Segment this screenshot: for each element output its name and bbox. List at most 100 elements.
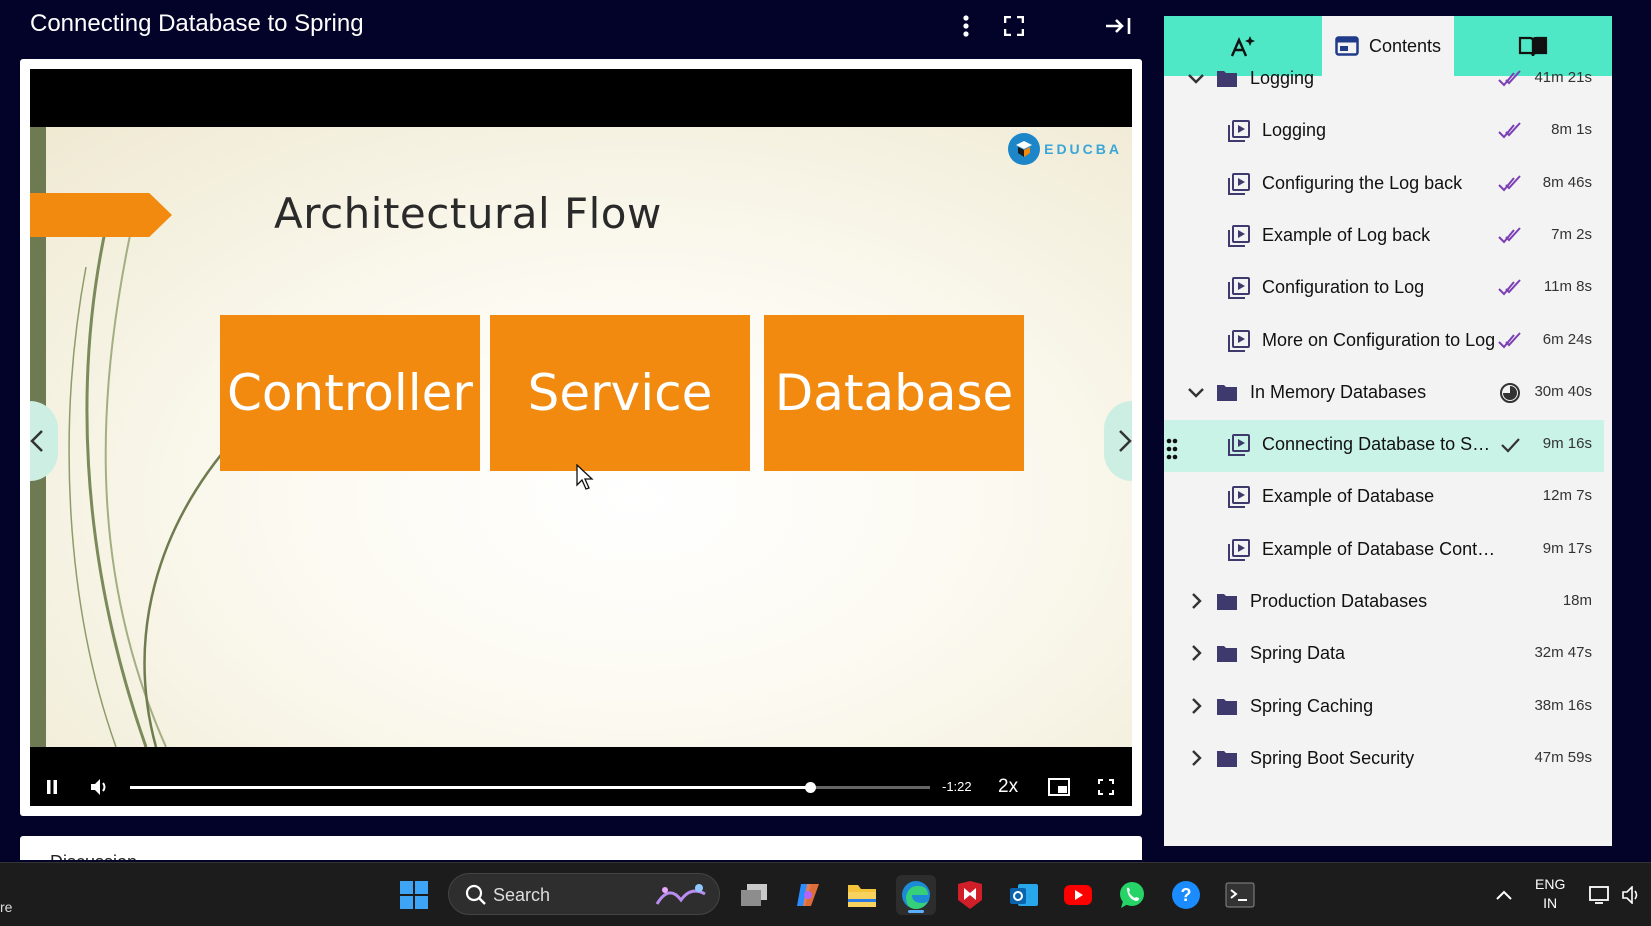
picture-in-picture-icon — [1048, 778, 1070, 796]
windows-start-icon[interactable] — [394, 875, 434, 915]
row-label: In Memory Databases — [1250, 381, 1427, 402]
edge-browser-icon[interactable] — [896, 875, 936, 915]
help-icon[interactable]: ? — [1166, 875, 1206, 915]
lesson-row[interactable]: Example of Log back 7m 2s — [1164, 211, 1604, 263]
progress-handle[interactable] — [805, 782, 816, 793]
search-highlight-art-icon — [655, 884, 706, 905]
terminal-icon[interactable] — [1220, 875, 1260, 915]
collapse-sidebar-icon[interactable] — [1104, 12, 1132, 40]
mcafee-icon[interactable] — [950, 875, 990, 915]
row-duration: 8m 1s — [1551, 121, 1592, 139]
video-player[interactable]: Architectural Flow Controller Service Da… — [30, 69, 1132, 806]
task-view-icon[interactable] — [734, 875, 774, 915]
page-title: Connecting Database to Spring — [30, 10, 364, 37]
discussion-panel[interactable]: Discussion — [20, 836, 1142, 860]
double-check-icon — [1498, 70, 1521, 87]
folder-icon — [1217, 71, 1237, 87]
video-lesson-icon — [1228, 120, 1250, 143]
pause-button[interactable] — [42, 774, 62, 800]
folder-icon — [1217, 646, 1237, 663]
section-row[interactable]: Production Databases 18m — [1164, 577, 1604, 629]
row-duration: 47m 59s — [1534, 748, 1592, 766]
player-header: Connecting Database to Spring — [0, 0, 1160, 58]
double-check-icon — [1498, 331, 1521, 348]
lesson-row[interactable]: Logging 8m 1s — [1164, 106, 1604, 158]
row-label: Spring Data — [1250, 643, 1346, 664]
copilot-icon[interactable] — [788, 875, 828, 915]
video-lesson-icon — [1228, 277, 1250, 300]
fullscreen-icon[interactable] — [1000, 12, 1028, 40]
row-label: Production Databases — [1250, 591, 1428, 611]
video-lesson-icon — [1228, 224, 1250, 247]
drag-handle-icon[interactable] — [1166, 438, 1178, 460]
chevron-right-icon[interactable] — [1186, 591, 1206, 611]
taskbar-search[interactable]: Search — [448, 873, 720, 915]
tab-ai-assistant[interactable] — [1164, 16, 1322, 76]
fullscreen-icon — [1098, 779, 1114, 795]
folder-icon — [1217, 750, 1237, 767]
more-options-icon[interactable] — [952, 12, 980, 40]
double-check-icon — [1498, 122, 1521, 139]
sidebar-tabs: Contents — [1164, 16, 1612, 76]
volume-button[interactable] — [88, 774, 112, 800]
ai-sparkle-icon — [1230, 36, 1255, 57]
youtube-icon[interactable] — [1058, 875, 1098, 915]
outlook-icon[interactable] — [1004, 875, 1044, 915]
educba-logo-icon — [1008, 133, 1041, 165]
progress-fill — [130, 786, 810, 789]
region-code: IN — [1543, 895, 1558, 911]
double-check-icon — [1498, 174, 1521, 192]
chevron-right-icon[interactable] — [1186, 643, 1206, 663]
folder-icon — [1217, 384, 1237, 401]
next-slide-button[interactable] — [1104, 401, 1132, 481]
progress-circle-icon — [1500, 382, 1520, 403]
chevron-right-icon[interactable] — [1186, 696, 1206, 716]
row-label: More on Configuration to Log — [1262, 329, 1496, 350]
chevron-right-icon[interactable] — [1186, 748, 1206, 768]
picture-in-picture-button[interactable] — [1046, 774, 1072, 800]
show-hidden-icons-icon[interactable] — [1484, 875, 1524, 915]
speaker-icon[interactable] — [1612, 875, 1651, 915]
row-label: Configuring the Log back — [1262, 172, 1463, 193]
row-duration: 18m — [1562, 592, 1592, 609]
controller-box: Controller — [220, 315, 480, 471]
file-explorer-icon[interactable] — [842, 875, 882, 915]
row-label: Logging — [1262, 120, 1327, 141]
row-duration: 38m 16s — [1534, 696, 1592, 714]
whatsapp-icon[interactable] — [1112, 875, 1152, 915]
playback-speed-button[interactable]: 2x — [998, 776, 1019, 797]
row-label: Example of Log back — [1262, 224, 1431, 245]
row-duration: 9m 17s — [1542, 539, 1592, 557]
chevron-down-icon[interactable] — [1186, 68, 1206, 88]
row-duration: 7m 2s — [1551, 225, 1592, 243]
search-icon — [465, 884, 486, 905]
slide-title: Architectural Flow — [274, 189, 662, 238]
mouse-cursor-icon — [576, 464, 594, 490]
tab-contents[interactable]: Contents — [1323, 16, 1453, 76]
progress-bar[interactable] — [130, 782, 930, 793]
search-label: Search — [493, 885, 551, 905]
tab-notes[interactable] — [1454, 16, 1612, 76]
player-fullscreen-button[interactable] — [1094, 774, 1118, 800]
previous-slide-button[interactable] — [30, 401, 58, 481]
section-row[interactable]: Spring Data 32m 47s — [1164, 629, 1604, 681]
video-lesson-icon — [1228, 486, 1250, 509]
language-indicator[interactable]: ENG IN — [1535, 875, 1565, 913]
network-icon[interactable] — [1580, 875, 1620, 915]
chevron-down-icon[interactable] — [1186, 382, 1206, 402]
check-icon — [1501, 438, 1520, 453]
row-label: Configuration to Log — [1262, 277, 1425, 298]
windows-taskbar: re Search — [0, 862, 1651, 926]
volume-icon — [91, 779, 106, 795]
row-duration: 32m 47s — [1534, 644, 1592, 662]
